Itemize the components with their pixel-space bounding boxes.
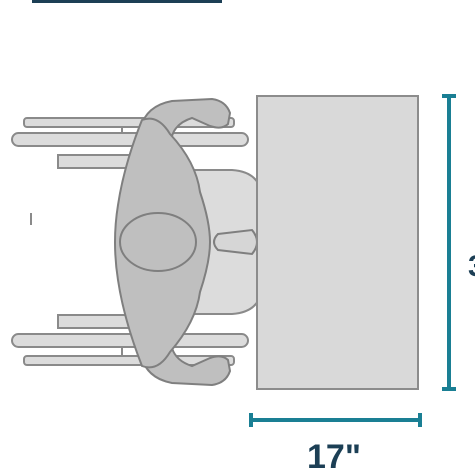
legs bbox=[213, 228, 258, 256]
height-dimension-label-partial: 3 bbox=[468, 250, 475, 283]
lower-push-rim bbox=[11, 333, 249, 348]
width-dimension-label: 17" bbox=[307, 438, 361, 472]
person bbox=[114, 97, 258, 387]
upper-frame-rail bbox=[57, 154, 131, 169]
head bbox=[119, 212, 197, 272]
table-surface bbox=[256, 95, 419, 390]
height-dimension-line bbox=[442, 94, 456, 391]
cropped-heading-remnant bbox=[32, 0, 222, 3]
lower-frame-rail bbox=[57, 314, 131, 329]
width-dimension-line bbox=[249, 413, 422, 427]
upper-push-rim bbox=[11, 132, 249, 147]
